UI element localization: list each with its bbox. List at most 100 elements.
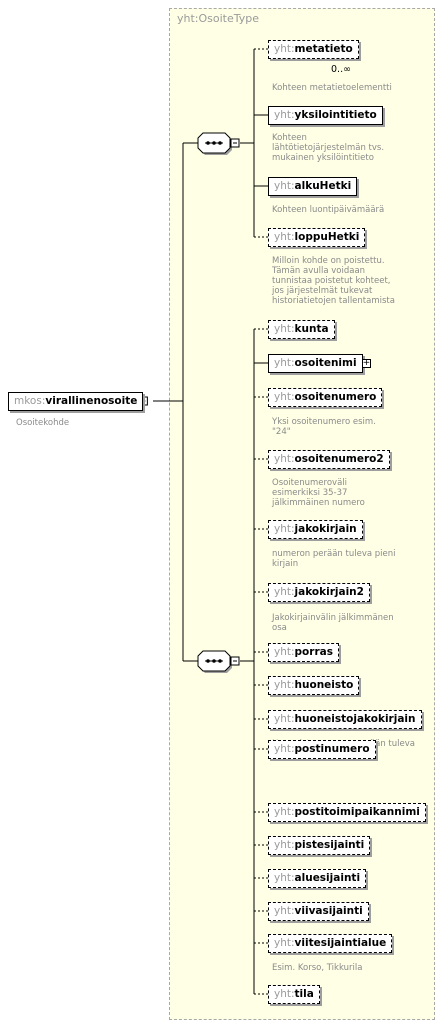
- complex-type-title: yht:OsoiteType: [177, 12, 260, 25]
- description-line: Yksi osoitenumero esim.: [272, 417, 376, 427]
- element-name: postitoimipaikannimi: [294, 806, 420, 818]
- description-line: numeron perään tuleva pieni: [272, 549, 396, 559]
- element-description: Kohteen metatietoelementti: [272, 83, 392, 93]
- description-line: Kohteen luontipäivämäärä: [272, 205, 385, 215]
- description-line: osa: [272, 623, 287, 633]
- description-line: historiatietojen tallentamista: [272, 296, 395, 306]
- element-pistesijainti[interactable]: yht:pistesijainti: [268, 836, 371, 855]
- description-line: Esim. Korso, Tikkurila: [272, 963, 363, 973]
- element-viitesijaintialue[interactable]: yht:viitesijaintialue: [268, 934, 393, 953]
- root-description: Osoitekohde: [16, 418, 70, 428]
- element-name: osoitenumero2: [294, 453, 384, 465]
- element-description: Kohteen luontipäivämäärä: [272, 205, 384, 215]
- description-line: Jakokirjainvälin jälkimmänen: [272, 613, 394, 623]
- element-metatieto[interactable]: yht:metatieto: [268, 40, 359, 59]
- element-loppuHetki[interactable]: yht:loppuHetki: [268, 228, 366, 247]
- description-line: "24": [272, 427, 291, 437]
- element-name: tila: [294, 988, 314, 1000]
- element-postitoimipaikannimi[interactable]: yht:postitoimipaikannimi: [268, 803, 426, 822]
- element-description: Esim. Korso, Tikkurila: [272, 963, 362, 973]
- sequence-compositor-icon: [197, 132, 240, 155]
- element-name: yksilointitieto: [294, 109, 377, 121]
- description-line: Kohteen: [272, 133, 307, 143]
- element-name: metatieto: [294, 43, 353, 55]
- element-postinumero[interactable]: yht:postinumero: [268, 740, 376, 759]
- description-line: Osoitenumeroväli: [272, 478, 347, 488]
- root-prefix: mkos:: [14, 395, 46, 407]
- element-prefix: yht:: [274, 391, 295, 403]
- element-name: huoneisto: [294, 679, 354, 691]
- element-name: postinumero: [294, 743, 370, 755]
- element-name: alkuHetki: [294, 180, 352, 192]
- element-name: jakokirjain: [294, 523, 357, 535]
- element-prefix: yht:: [274, 806, 295, 818]
- element-prefix: yht:: [274, 713, 295, 725]
- element-prefix: yht:: [274, 109, 295, 121]
- element-tila[interactable]: yht:tila: [268, 985, 320, 1004]
- element-jakokirjain[interactable]: yht:jakokirjain: [268, 520, 363, 539]
- root-name: virallinenosoite: [45, 395, 138, 407]
- element-alkuHetki[interactable]: yht:alkuHetki: [268, 177, 358, 196]
- element-huoneisto[interactable]: yht:huoneisto: [268, 676, 360, 695]
- element-prefix: yht:: [274, 43, 295, 55]
- description-line: kirjain: [272, 559, 299, 569]
- element-prefix: yht:: [274, 679, 295, 691]
- element-prefix: yht:: [274, 231, 295, 243]
- element-jakokirjain2[interactable]: yht:jakokirjain2: [268, 583, 370, 602]
- description-line: jos järjestelmät tukevat: [272, 286, 373, 296]
- description-line: Kohteen metatietoelementti: [272, 83, 392, 93]
- element-name: huoneistojakokirjain: [294, 713, 416, 725]
- element-osoitenimi[interactable]: yht:osoitenimi: [268, 354, 363, 373]
- description-line: Tämän avulla voidaan: [272, 266, 366, 276]
- element-prefix: yht:: [274, 937, 295, 949]
- element-prefix: yht:: [274, 453, 295, 465]
- element-name: viivasijainti: [294, 905, 363, 917]
- element-name: aluesijainti: [294, 872, 361, 884]
- element-name: viitesijaintialue: [294, 937, 387, 949]
- element-yksilointitieto[interactable]: yht:yksilointitieto: [268, 106, 383, 125]
- element-prefix: yht:: [274, 586, 295, 598]
- element-porras[interactable]: yht:porras: [268, 643, 339, 662]
- element-description: Yksi osoitenumero esim."24": [272, 417, 376, 437]
- element-prefix: yht:: [274, 839, 295, 851]
- element-viivasijainti[interactable]: yht:viivasijainti: [268, 902, 369, 921]
- element-prefix: yht:: [274, 357, 295, 369]
- element-prefix: yht:: [274, 872, 295, 884]
- element-prefix: yht:: [274, 646, 295, 658]
- description-line: esimerkiksi 35-37: [272, 488, 348, 498]
- element-name: jakokirjain2: [294, 586, 364, 598]
- element-description: Milloin kohde on poistettu.Tämän avulla …: [272, 256, 395, 306]
- description-line: mukainen yksilöintitieto: [272, 153, 374, 163]
- description-line: tunnistaa poistetut kohteet,: [272, 276, 391, 286]
- element-kunta[interactable]: yht:kunta: [268, 320, 335, 339]
- description-line: lähtötietojärjestelmän tvs.: [272, 143, 385, 153]
- element-prefix: yht:: [274, 180, 295, 192]
- element-osoitenumero2[interactable]: yht:osoitenumero2: [268, 450, 390, 469]
- description-line: jälkimmäinen numero: [272, 498, 365, 508]
- element-name: osoitenumero: [294, 391, 377, 403]
- element-osoitenumero[interactable]: yht:osoitenumero: [268, 388, 383, 407]
- sequence-compositor-icon: [197, 650, 240, 673]
- element-prefix: yht:: [274, 323, 295, 335]
- element-name: pistesijainti: [294, 839, 365, 851]
- cardinality-label: 0..∞: [331, 64, 351, 75]
- element-prefix: yht:: [274, 523, 295, 535]
- element-aluesijainti[interactable]: yht:aluesijainti: [268, 869, 367, 888]
- expand-icon[interactable]: +: [361, 358, 371, 368]
- root-element[interactable]: mkos:virallinenosoite: [8, 392, 144, 411]
- element-prefix: yht:: [274, 905, 295, 917]
- description-line: Milloin kohde on poistettu.: [272, 256, 385, 266]
- element-name: osoitenimi: [294, 357, 357, 369]
- element-prefix: yht:: [274, 743, 295, 755]
- element-name: loppuHetki: [294, 231, 360, 243]
- element-name: kunta: [294, 323, 329, 335]
- element-prefix: yht:: [274, 988, 295, 1000]
- element-huoneistojakokirjain[interactable]: yht:huoneistojakokirjain: [268, 710, 422, 729]
- element-name: porras: [294, 646, 333, 658]
